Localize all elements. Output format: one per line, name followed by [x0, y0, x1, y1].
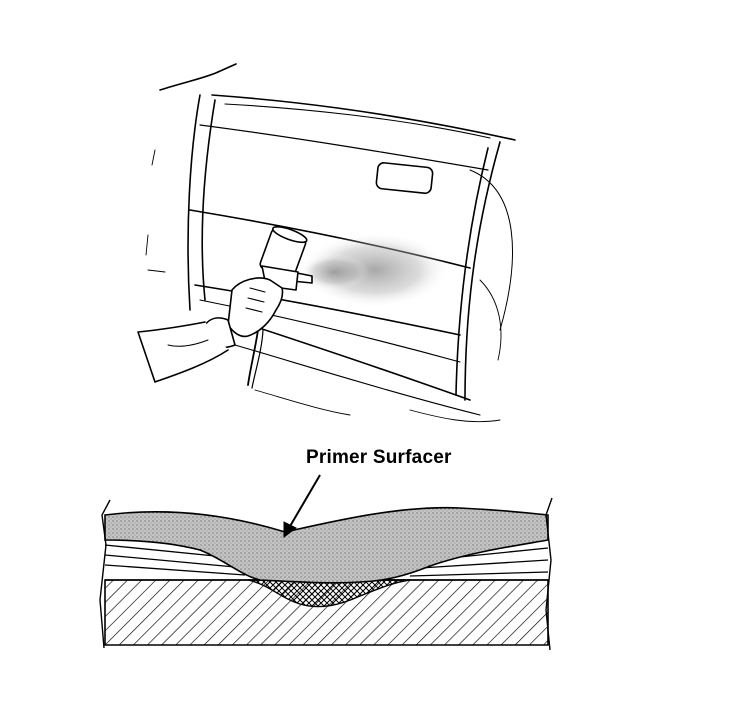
door-handle-recess	[376, 162, 433, 194]
roof-line-tip	[218, 64, 236, 72]
air-hose-edge	[252, 330, 263, 388]
upper-panel-line	[200, 125, 488, 170]
hand-and-arm	[138, 278, 283, 382]
sketch-mark	[148, 270, 165, 272]
front-pillar-outer	[188, 95, 200, 310]
spray-mist	[300, 232, 450, 308]
window-sill-inner	[225, 104, 490, 138]
cross-section	[100, 498, 552, 650]
rear-fender-detail	[480, 280, 501, 360]
front-pillar-inner	[202, 100, 215, 300]
sketch-mark	[410, 410, 500, 422]
rear-pillar-inner	[456, 148, 488, 395]
sketch-mark	[255, 390, 350, 415]
roof-line	[160, 72, 218, 90]
rear-pillar-outer	[465, 142, 500, 400]
lower-sill-line-2	[235, 345, 480, 415]
sketch-mark	[152, 150, 155, 165]
air-hose	[248, 330, 258, 385]
sketch-mark	[146, 235, 148, 255]
hand	[228, 278, 283, 336]
primer-surfacer-label: Primer Surfacer	[306, 447, 452, 469]
